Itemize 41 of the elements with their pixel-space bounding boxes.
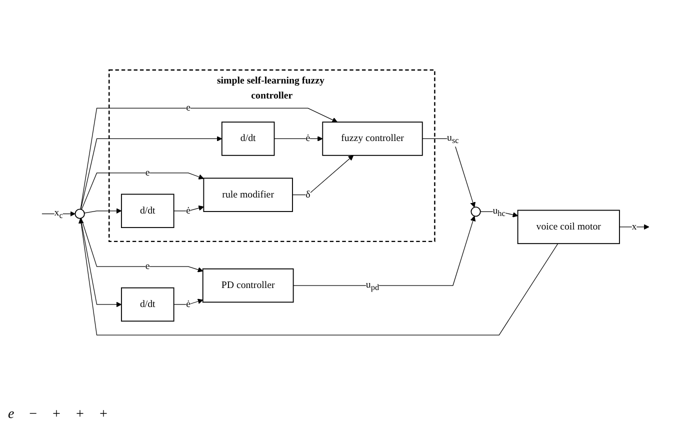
arrow bbox=[274, 136, 323, 142]
node-box: d/dt bbox=[221, 122, 275, 156]
edge-label: δ bbox=[306, 189, 310, 200]
arrow bbox=[80, 218, 122, 308]
node-box: d/dt bbox=[120, 194, 174, 228]
edge-label: x bbox=[632, 221, 637, 232]
arrow bbox=[78, 218, 558, 336]
arrow bbox=[422, 138, 476, 208]
node-circle bbox=[470, 206, 481, 217]
arrow bbox=[174, 298, 204, 305]
signal-label: + bbox=[98, 407, 108, 423]
node-box: d/dt bbox=[120, 287, 174, 322]
signal-label: e bbox=[8, 407, 14, 423]
node-circle bbox=[74, 208, 85, 219]
edge-label: e bbox=[145, 167, 150, 178]
node-box: PD controller bbox=[202, 268, 294, 303]
edge-label: ė bbox=[186, 205, 191, 216]
node-box: fuzzy controller bbox=[322, 122, 423, 156]
arrow bbox=[80, 136, 222, 210]
edge-label: u$_{hc}$ bbox=[492, 205, 506, 218]
edge-label: ė bbox=[186, 298, 191, 310]
node-box: rule modifier bbox=[203, 178, 293, 212]
arrow bbox=[619, 224, 650, 230]
signal-label: + bbox=[52, 407, 62, 423]
arrow bbox=[42, 211, 76, 217]
arrow bbox=[293, 216, 476, 286]
edge-label: x$_{c}$ bbox=[54, 208, 63, 220]
arrow bbox=[81, 172, 204, 210]
arrow bbox=[80, 218, 204, 272]
arrow bbox=[84, 208, 122, 214]
edge-label: u$_{pd}$ bbox=[366, 279, 380, 292]
edge-label: e bbox=[145, 261, 150, 272]
arrow bbox=[80, 108, 338, 210]
signal-label: − bbox=[28, 407, 38, 423]
node-box: voice coil motor bbox=[517, 210, 620, 244]
arrow bbox=[292, 155, 354, 196]
edge-label: u$_{sc}$ bbox=[447, 132, 459, 145]
arrow bbox=[174, 205, 204, 212]
edge-label: e bbox=[186, 102, 191, 114]
signal-label: + bbox=[75, 407, 85, 423]
edge-label: ė bbox=[306, 133, 310, 144]
